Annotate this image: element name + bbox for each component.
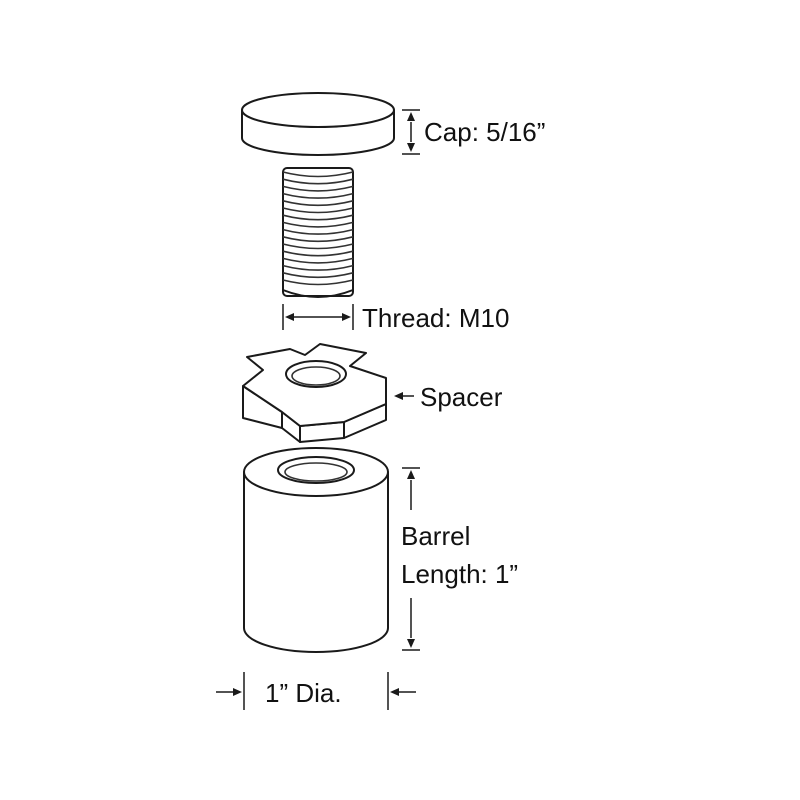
thread-ring	[282, 257, 354, 264]
barrel-part	[243, 447, 389, 653]
thread-arrow-left	[285, 313, 294, 321]
thread-ring	[282, 228, 354, 235]
thread-ring	[282, 185, 354, 192]
thread-ring	[282, 171, 354, 178]
cap-dimension	[402, 109, 420, 155]
thread-ring	[282, 207, 354, 214]
spacer-label: Spacer	[420, 382, 503, 412]
barrel-dimension	[402, 467, 420, 651]
spacer-part	[242, 343, 387, 443]
thread-label: Thread: M10	[362, 303, 509, 333]
spacer-bore	[285, 360, 347, 388]
thread-ring	[282, 279, 354, 286]
shank-bottom	[282, 289, 354, 298]
thread-arrow-right	[342, 313, 351, 321]
cap-arrow-up	[407, 112, 415, 121]
thread-ring	[282, 192, 354, 199]
thread-ring	[282, 250, 354, 257]
diameter-arrow-left	[233, 688, 242, 696]
thread-ring	[282, 236, 354, 243]
thread-ring	[282, 200, 354, 207]
diameter-arrow-right	[390, 688, 399, 696]
cap-head	[241, 92, 395, 156]
thread-ring	[282, 264, 354, 271]
thread-lines	[282, 171, 354, 286]
thread-ring	[282, 214, 354, 221]
thread-ring	[282, 243, 354, 250]
diameter-label: 1” Dia.	[265, 678, 342, 708]
spacer-bore-thread	[291, 366, 341, 386]
spacer-pointer	[394, 392, 414, 400]
thread-dimension	[282, 304, 354, 330]
barrel-arrow-up	[407, 470, 415, 479]
thread-ring	[282, 221, 354, 228]
cap-label: Cap: 5/16”	[424, 117, 545, 147]
barrel-label-line1: Barrel	[401, 521, 470, 551]
cap-arrow-down	[407, 143, 415, 152]
thread-ring	[282, 178, 354, 185]
barrel-bore	[277, 456, 355, 484]
screw-thread-shank	[282, 167, 354, 298]
diameter-dimension	[216, 672, 416, 710]
spacer-arrow	[394, 392, 403, 400]
barrel-side	[243, 471, 389, 653]
barrel-arrow-down	[407, 639, 415, 648]
cap-top	[241, 92, 395, 128]
thread-ring	[282, 272, 354, 279]
barrel-label-line2: Length: 1”	[401, 559, 518, 589]
cap-screw	[241, 92, 395, 298]
barrel-bore-thread	[284, 462, 348, 482]
